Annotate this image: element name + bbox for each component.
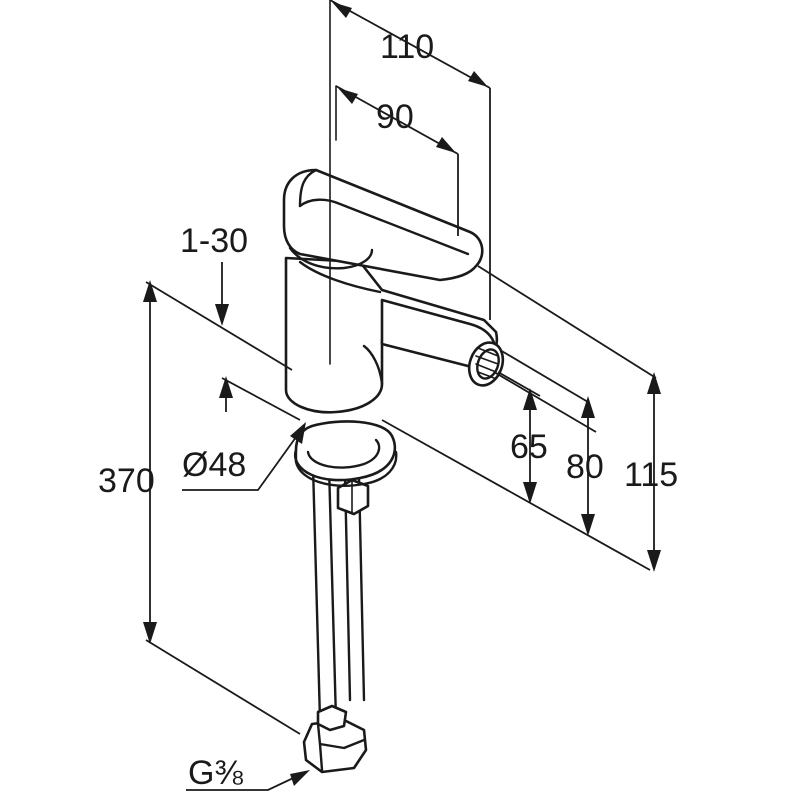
dimension-65-label: 65 bbox=[510, 428, 548, 466]
dimension-connection-thread: G⅜ bbox=[186, 754, 310, 792]
dimension-lever-angle: 1-30 bbox=[180, 222, 248, 326]
dimension-65: 65 bbox=[510, 388, 548, 504]
mounting-base bbox=[293, 420, 398, 487]
centre-axis bbox=[329, 0, 337, 365]
reference-lines bbox=[145, 265, 657, 735]
dimension-115: 115 bbox=[624, 372, 678, 572]
dimension-370: 370 bbox=[98, 280, 157, 644]
dimension-80: 80 bbox=[566, 396, 604, 536]
dimension-lever-angle-label: 1-30 bbox=[180, 222, 248, 260]
connection-nut bbox=[302, 704, 368, 774]
dimension-base-diameter-label: Ø48 bbox=[182, 446, 246, 484]
spout bbox=[380, 298, 505, 387]
dimension-connection-thread-label: G⅜ bbox=[188, 754, 243, 792]
dimension-90: 90 bbox=[335, 85, 459, 236]
dimension-110: 110 bbox=[329, 0, 491, 320]
dimension-90-label: 90 bbox=[376, 98, 414, 136]
dimension-370-label: 370 bbox=[98, 462, 155, 500]
dimension-base-diameter: Ø48 bbox=[182, 376, 306, 491]
dimension-80-label: 80 bbox=[566, 448, 604, 486]
dimension-115-label: 115 bbox=[624, 456, 678, 494]
dimension-110-label: 110 bbox=[380, 28, 434, 66]
lever-handle bbox=[282, 168, 484, 282]
